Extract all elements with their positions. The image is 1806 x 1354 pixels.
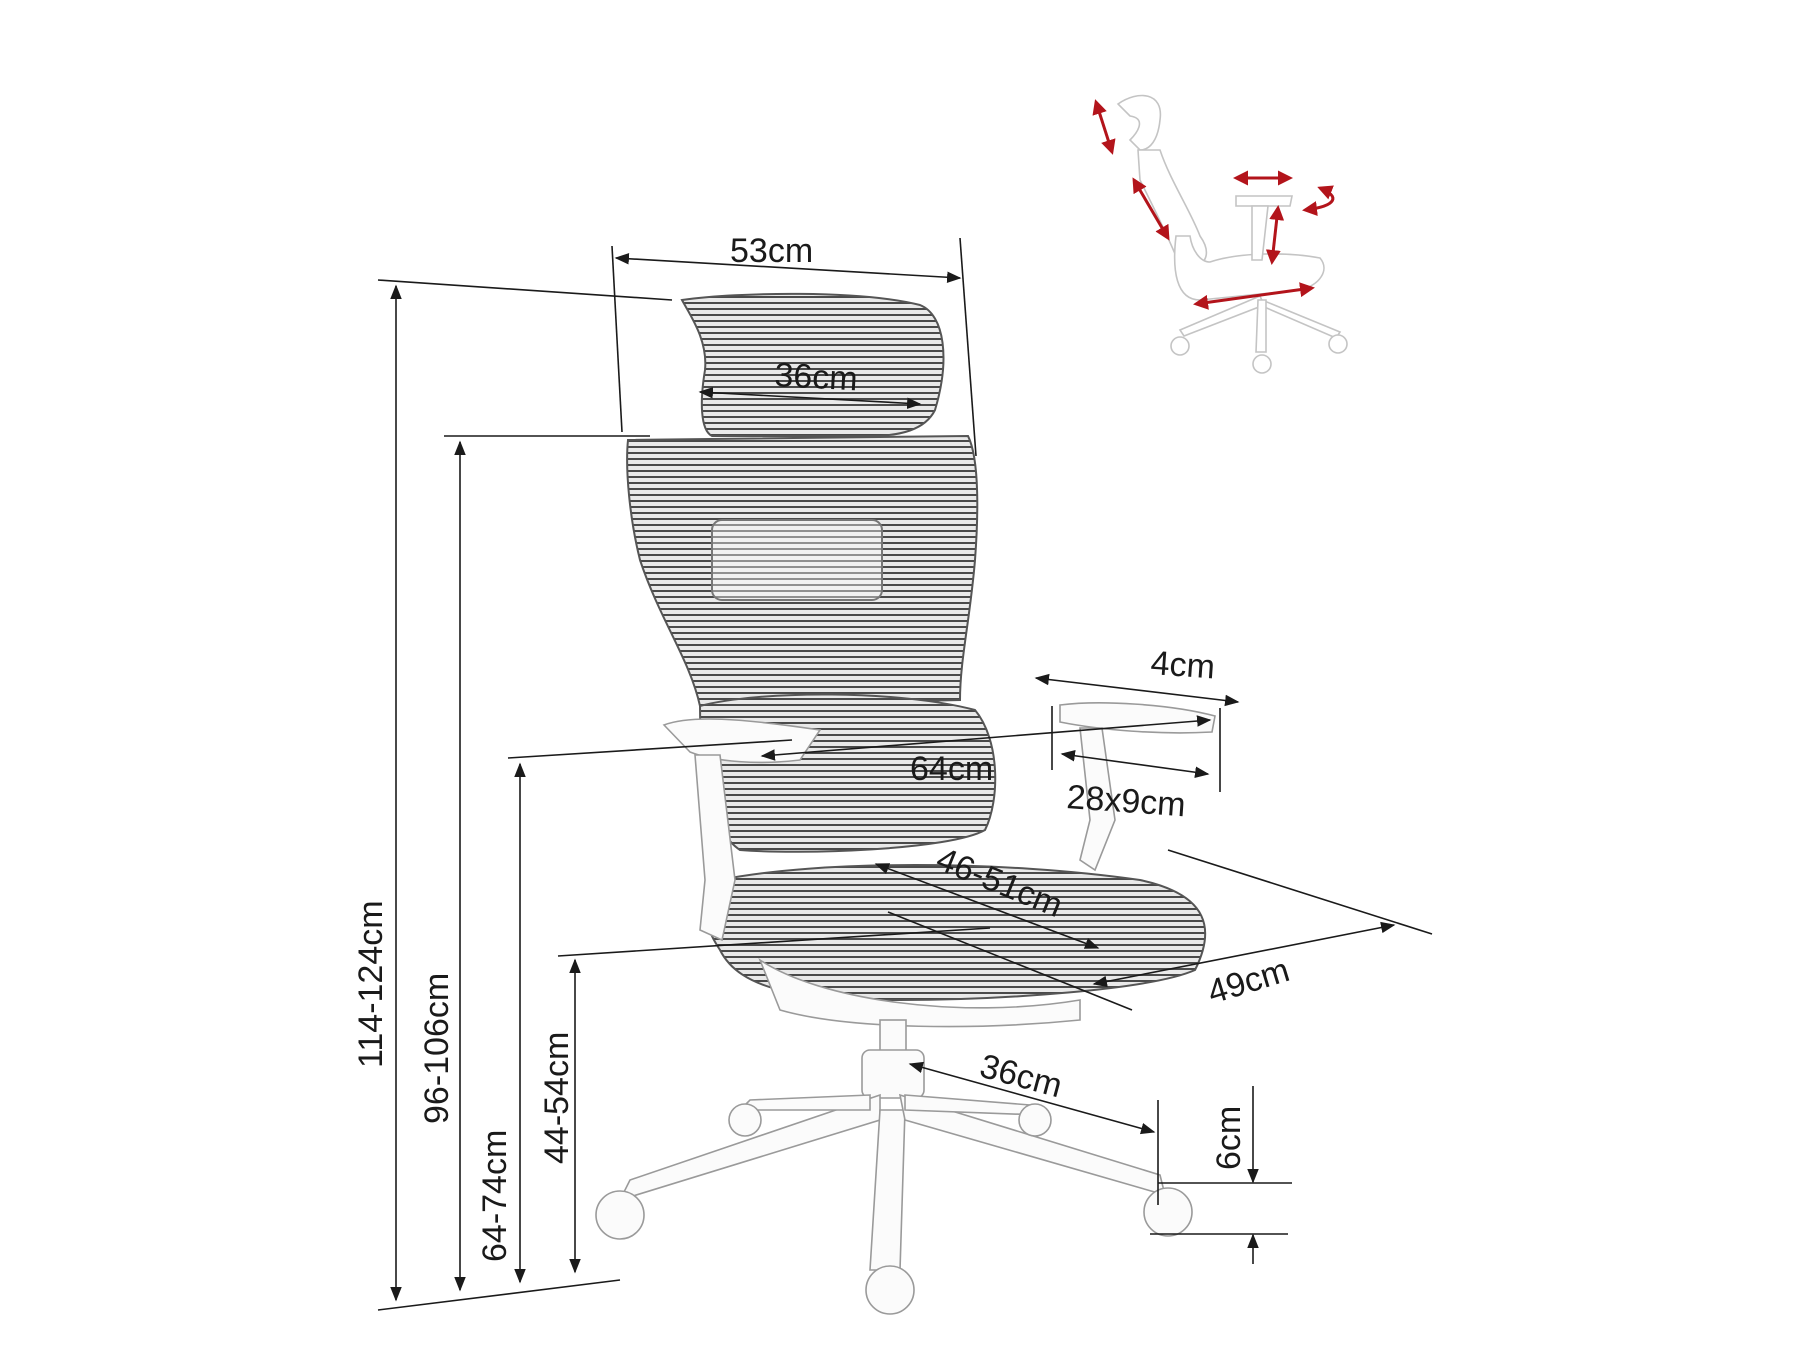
arrow-backrest-lumbar [1132,177,1170,241]
arrow-armrest-height [1265,205,1285,265]
arrow-seat-depth [1193,282,1315,310]
label-armrest-depth: 4cm [1149,644,1216,686]
base-leg-back-left [738,1094,871,1111]
caster-front [865,1265,915,1315]
label-seat-height: 44-54cm [538,1032,576,1164]
label-overall-width: 53cm [730,232,813,270]
left-armrest-post [694,754,736,942]
caster-back-right [1018,1103,1052,1137]
adjustment-inset [1092,94,1348,374]
lumbar-panel [711,519,883,601]
arrow-headrest-height [1092,99,1116,155]
caster-right [1143,1187,1193,1237]
label-backrest-height: 96-106cm [418,973,456,1124]
seat-mechanism [758,957,1081,1028]
label-armrest-pad: 28x9cm [1065,778,1186,824]
label-between-armrests: 64cm [910,750,993,788]
dimension-lines [377,237,1433,1311]
label-caster-height: 6cm [1210,1106,1248,1170]
label-base-radius: 36cm [976,1047,1066,1105]
base-leg-front [869,1109,906,1271]
arrow-armrest-rotate [1302,185,1335,216]
label-total-height: 114-124cm [352,900,390,1068]
label-headrest-width: 36cm [774,356,859,398]
cylinder-sleeve [861,1049,925,1099]
caster-back-left [728,1103,762,1137]
label-armrest-height: 64-74cm [476,1130,514,1262]
caster-left [595,1190,645,1240]
